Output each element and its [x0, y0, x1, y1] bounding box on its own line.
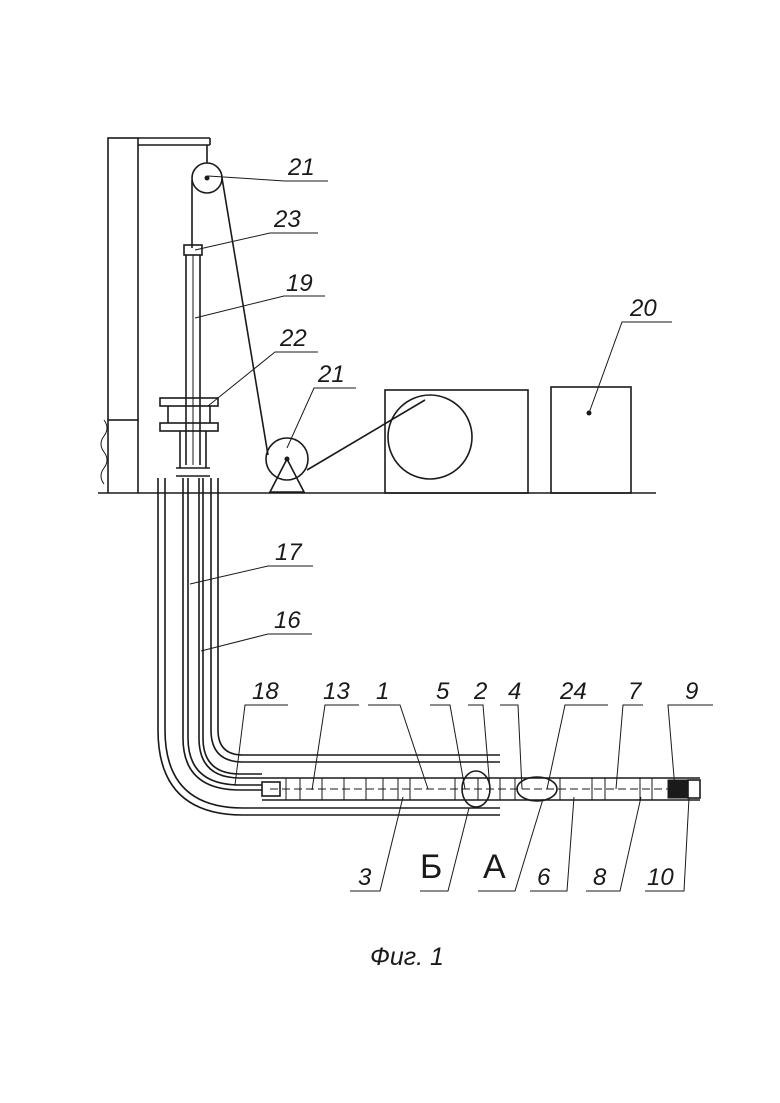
tool-string	[262, 778, 700, 800]
top-sheave	[192, 163, 222, 193]
label-2: 2	[473, 678, 487, 705]
label-16: 16	[274, 607, 301, 634]
wellhead-flanges	[160, 398, 218, 476]
label-18: 18	[252, 678, 279, 705]
label-17: 17	[275, 539, 303, 566]
label-22: 22	[279, 325, 307, 352]
label-19: 19	[286, 270, 313, 297]
vertical-tubing	[184, 245, 202, 465]
label-13: 13	[323, 678, 350, 705]
label-4: 4	[508, 678, 521, 705]
label-8: 8	[593, 864, 607, 891]
label-6: 6	[537, 864, 551, 891]
section-b-label: Б	[420, 848, 442, 886]
label-24: 24	[559, 678, 587, 705]
control-unit	[551, 387, 631, 493]
winch-unit	[385, 390, 528, 493]
well-casing	[158, 478, 500, 815]
section-a-label: А	[483, 848, 506, 886]
cable-reel	[266, 438, 308, 492]
label-3: 3	[358, 864, 372, 891]
label-1: 1	[376, 678, 389, 705]
figure-caption: Фиг. 1	[370, 943, 444, 971]
label-20: 20	[629, 295, 657, 322]
label-9: 9	[685, 678, 698, 705]
reference-labels: 21 23 19 22 21 20 17 16 18 13 1 5 2 4 24…	[252, 154, 698, 891]
derrick	[101, 138, 210, 493]
label-5: 5	[436, 678, 450, 705]
label-10: 10	[647, 864, 674, 891]
label-21-reel: 21	[317, 361, 345, 388]
label-21-sheave: 21	[287, 154, 315, 181]
label-23: 23	[273, 206, 301, 233]
leader-lines	[190, 176, 713, 891]
label-7: 7	[628, 678, 643, 705]
